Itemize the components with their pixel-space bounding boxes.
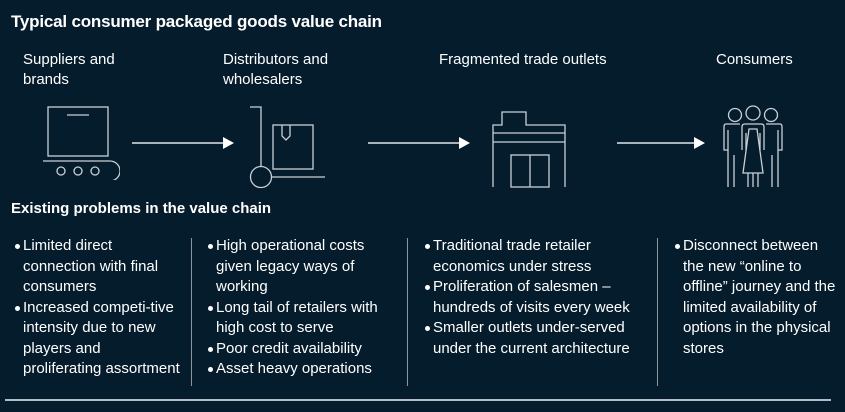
problem-item: Proliferation of salesmen – hundreds of …: [423, 277, 658, 318]
problem-item: Smaller outlets under-served under the c…: [423, 318, 658, 359]
arrow-right-icon: [368, 137, 470, 149]
problems-column-consumers: Disconnect between the new “online to of…: [673, 236, 843, 359]
column-divider: [657, 238, 658, 386]
problem-item: Limited direct connection with final con…: [13, 236, 183, 298]
stage-label-line: Distributors and: [223, 51, 329, 68]
problem-item: Disconnect between the new “online to of…: [673, 236, 843, 359]
stage-label-suppliers: Suppliers and brands: [23, 50, 115, 90]
problem-item: Traditional trade retailer economics und…: [423, 236, 658, 277]
column-divider: [407, 238, 408, 386]
problem-item: Asset heavy operations: [206, 359, 391, 380]
group-of-people-icon: [723, 105, 783, 187]
stage-label-distributors: Distributors and wholesalers: [223, 50, 328, 90]
stage-label-consumers: Consumers: [716, 50, 793, 70]
stage-label-line: brands: [23, 71, 69, 88]
problem-item: Increased competi-tive intensity due to …: [13, 298, 183, 380]
problem-item: High operational costs given legacy ways…: [206, 236, 391, 298]
problems-title: Existing problems in the value chain: [11, 200, 272, 217]
problem-item: Poor credit availability: [206, 339, 391, 360]
stage-label-line: Suppliers and: [23, 51, 115, 68]
arrow-right-icon: [132, 137, 234, 149]
problems-column-outlets: Traditional trade retailer economics und…: [423, 236, 658, 359]
bottom-rule: [5, 399, 831, 401]
page-title: Typical consumer packaged goods value ch…: [11, 12, 382, 31]
stage-label-line: wholesalers: [223, 71, 303, 88]
stage-label-line: Consumers: [716, 51, 793, 68]
problem-item: Long tail of retailers with high cost to…: [206, 298, 391, 339]
problems-column-distributors: High operational costs given legacy ways…: [206, 236, 391, 380]
conveyor-belt-box-icon: [43, 106, 120, 180]
stage-label-line: Fragmented trade outlets: [439, 51, 607, 68]
stage-label-outlets: Fragmented trade outlets: [439, 50, 607, 70]
problems-column-suppliers: Limited direct connection with final con…: [13, 236, 183, 380]
arrow-right-icon: [617, 137, 705, 149]
hand-truck-box-icon: [249, 106, 325, 189]
column-divider: [191, 238, 192, 386]
storefront-icon: [492, 111, 566, 188]
